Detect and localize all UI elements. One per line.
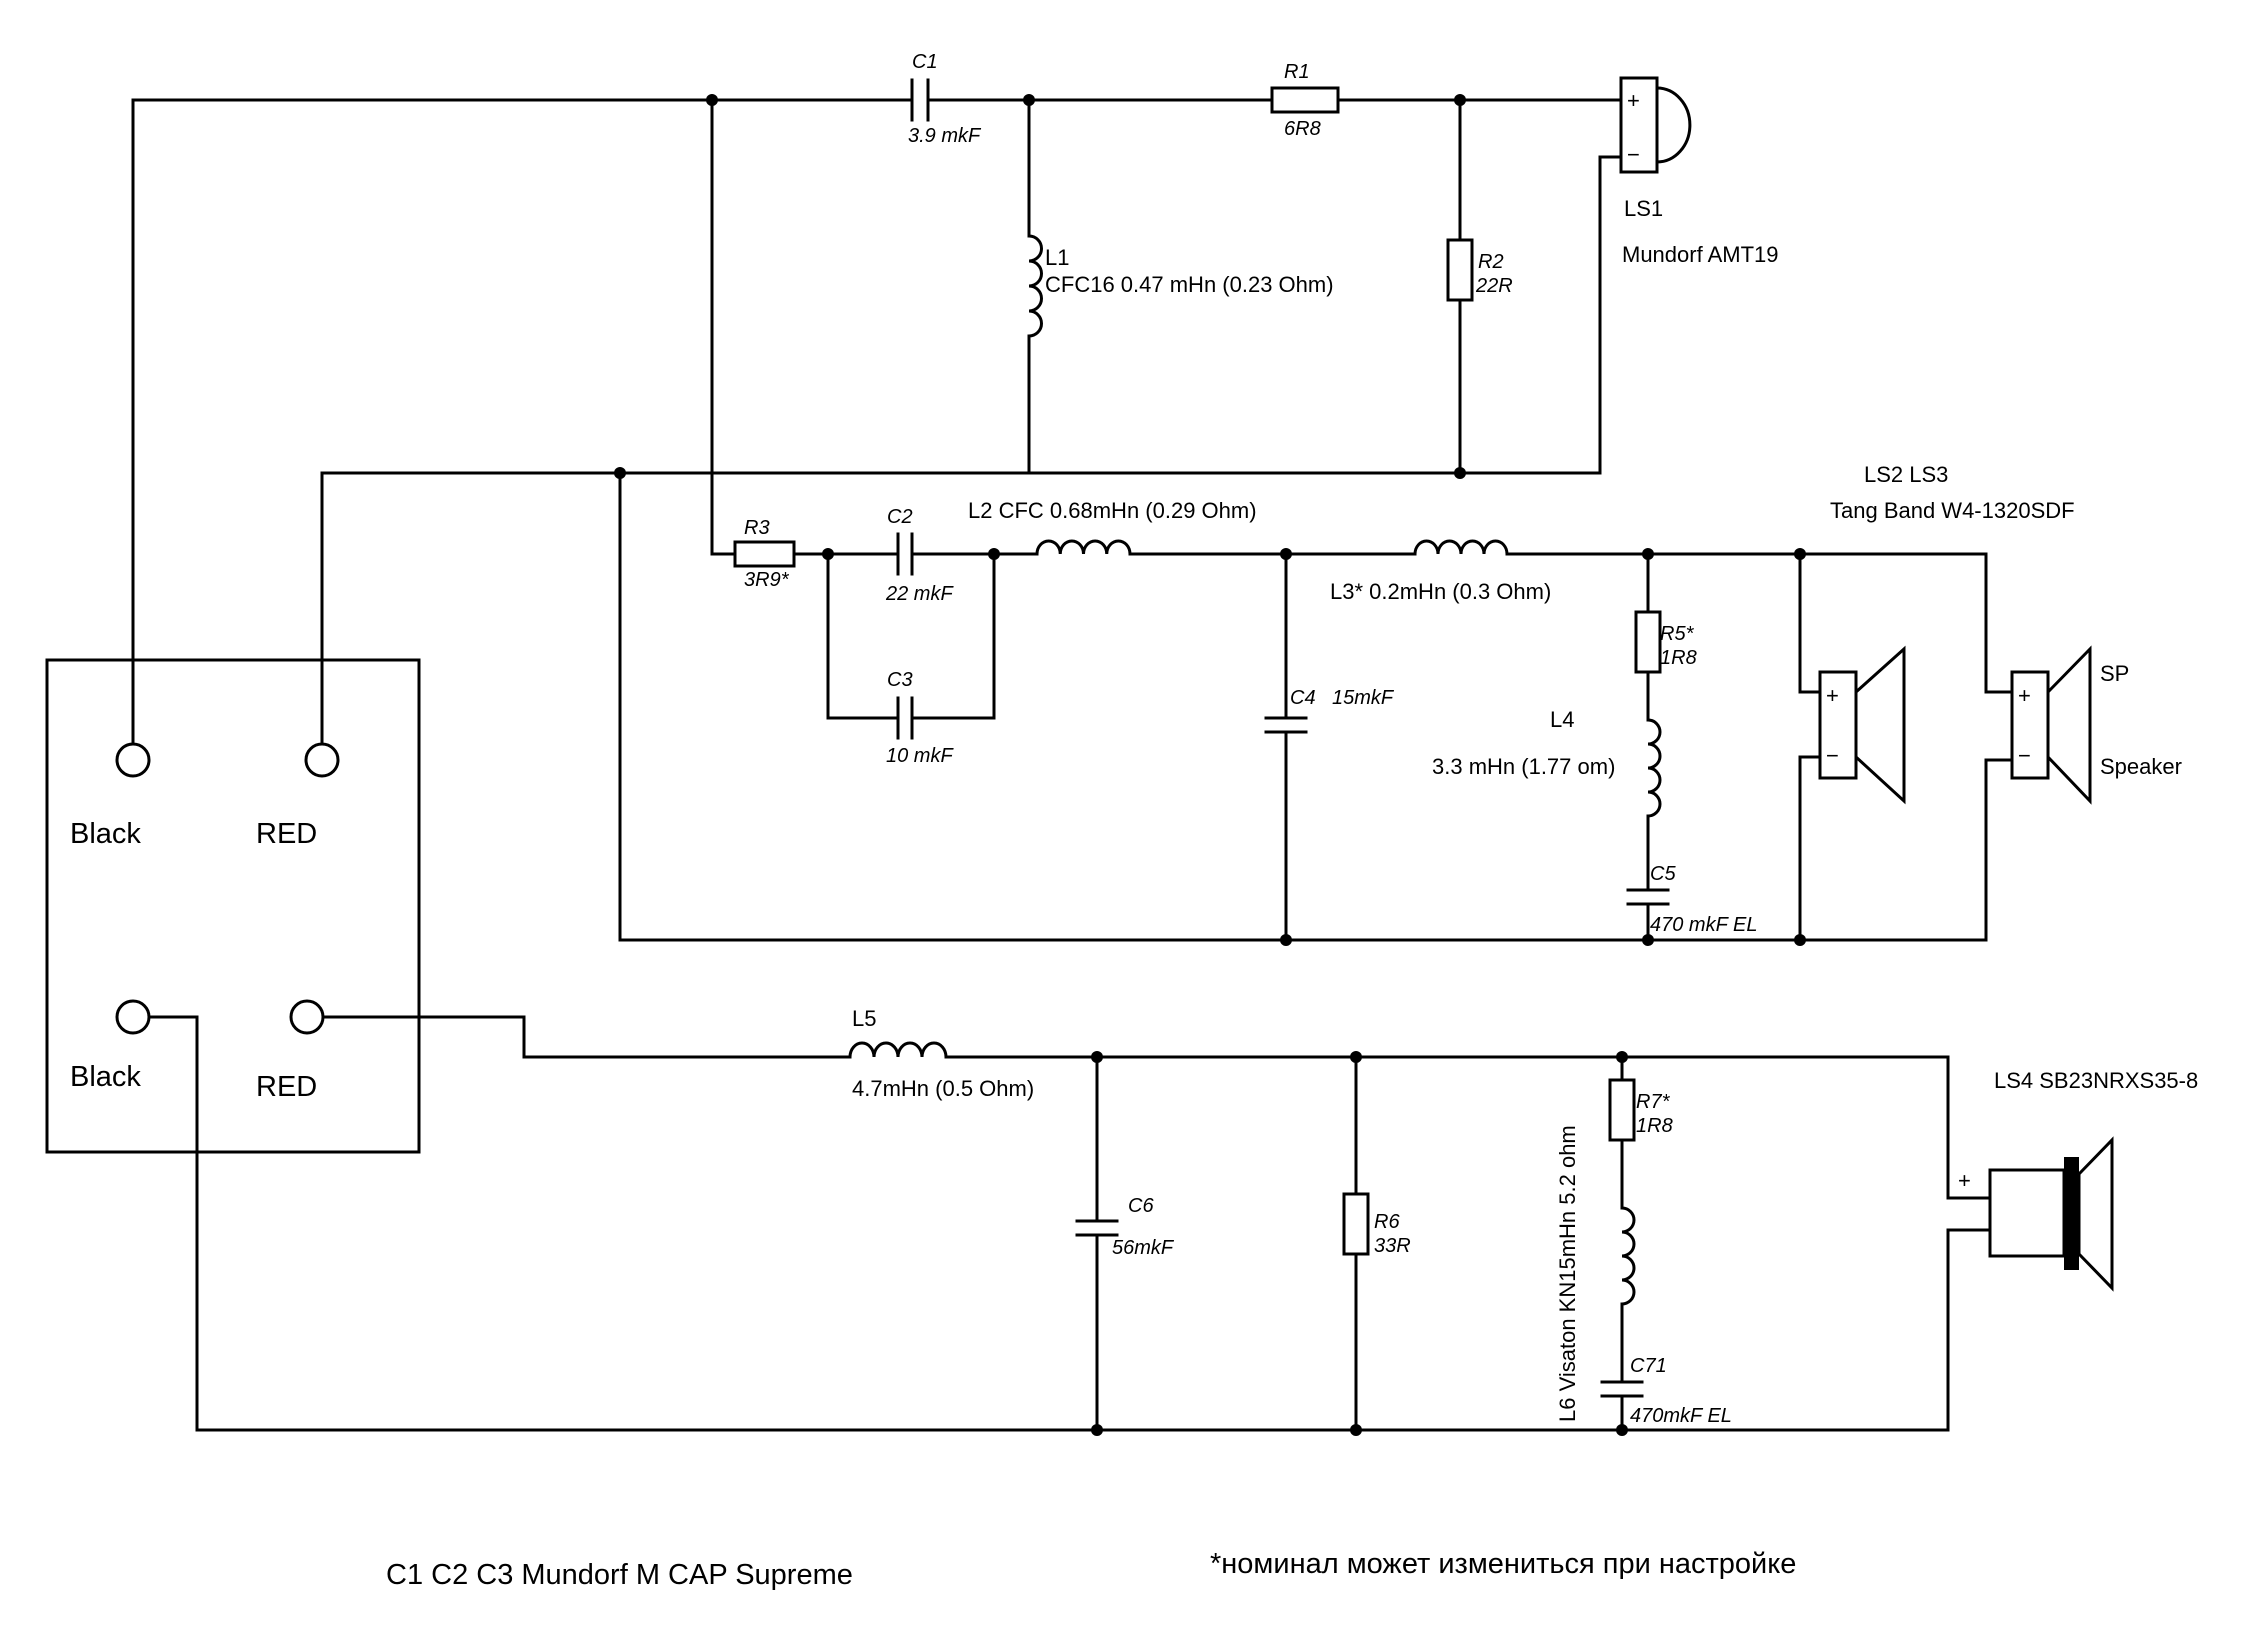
- inductor-l6: [1620, 1206, 1636, 1306]
- c2-ref: C2: [887, 506, 913, 528]
- c3-ref: C3: [887, 669, 913, 691]
- tweeter-ls1: + −: [1619, 76, 1692, 174]
- c1-value: 3.9 mkF: [908, 125, 982, 147]
- r1-ref: R1: [1284, 61, 1310, 83]
- inductor-l1: [1027, 234, 1043, 338]
- terminal-block: [45, 658, 421, 1154]
- wire-mid-ground: [618, 471, 2014, 942]
- wire-woofer-plus: [1946, 1055, 1992, 1200]
- ls4-label: LS4 SB23NRXS35-8: [1994, 1068, 2198, 1093]
- ls1-plus-pin: +: [1627, 88, 1640, 113]
- ls2-minus-pin: −: [1826, 743, 1839, 768]
- c6-ref: C6: [1128, 1195, 1154, 1217]
- c5-value: 470 mkF EL: [1650, 914, 1757, 936]
- c4-value: 15mkF: [1332, 687, 1395, 709]
- r2-value: 22R: [1475, 275, 1513, 297]
- woofer-ls4: +: [1958, 1136, 2114, 1292]
- resistor-r6: [1342, 1192, 1370, 1256]
- ls4-plus-pin: +: [1958, 1168, 1971, 1193]
- r6-ref: R6: [1374, 1211, 1400, 1233]
- resistor-r5: [1634, 610, 1662, 674]
- terminal-black-top-label: Black: [70, 818, 141, 850]
- ls3-plus-pin: +: [2018, 683, 2031, 708]
- capacitor-c2: [896, 532, 914, 576]
- terminal-black-top: [115, 742, 151, 778]
- r2-ref: R2: [1478, 251, 1504, 273]
- l1-ref: L1: [1045, 245, 1069, 270]
- wire-spk-parallel-plus: [1798, 552, 1822, 694]
- wire-red-top: [320, 155, 1623, 746]
- terminal-red-top-label: RED: [256, 818, 317, 850]
- resistor-r3: [733, 540, 796, 568]
- ls3-minus-pin: −: [2018, 743, 2031, 768]
- r3-value: 3R9*: [744, 569, 790, 591]
- sp-label: SP: [2100, 661, 2129, 686]
- l2-label: L2 CFC 0.68mHn (0.29 Ohm): [968, 498, 1257, 523]
- c5-ref: C5: [1650, 863, 1676, 885]
- resistor-r2: [1446, 238, 1474, 302]
- capacitor-c3: [896, 696, 914, 740]
- wire-c3-loop-right: [910, 552, 996, 720]
- c1-ref: C1: [912, 51, 938, 73]
- wire-black-top: [131, 98, 914, 746]
- note-caps: C1 C2 C3 Mundorf M CAP Supreme: [386, 1559, 853, 1591]
- terminal-red-top: [304, 742, 340, 778]
- c4-ref: C4: [1290, 687, 1316, 709]
- r6-value: 33R: [1374, 1235, 1411, 1257]
- wire-red-bottom: [321, 1015, 852, 1059]
- ls1-ref: LS1: [1624, 196, 1663, 221]
- speaker-ls3: + −: [2010, 645, 2092, 805]
- inductor-l3: [1413, 539, 1509, 556]
- wire-l3-spk: [1505, 552, 2014, 694]
- speakers-model: Tang Band W4-1320SDF: [1830, 498, 2075, 523]
- c71-value: 470mkF EL: [1630, 1405, 1732, 1427]
- speakers-refs: LS2 LS3: [1864, 462, 1948, 487]
- speaker-ls2: + −: [1818, 645, 1906, 805]
- capacitor-c5: [1626, 888, 1670, 906]
- inductor-l2: [1035, 539, 1132, 556]
- speaker-label: Speaker: [2100, 754, 2182, 779]
- r1-value: 6R8: [1284, 118, 1321, 140]
- wire-mid-feed: [710, 98, 737, 556]
- c71-ref: C71: [1630, 1355, 1667, 1377]
- r5-value: 1R8: [1660, 647, 1697, 669]
- l3-label: L3* 0.2mHn (0.3 Ohm): [1330, 579, 1551, 604]
- r3-ref: R3: [744, 517, 770, 539]
- r5-ref: R5*: [1660, 623, 1695, 645]
- l4-value: 3.3 mHn (1.77 om): [1432, 754, 1615, 779]
- c3-value: 10 mkF: [886, 745, 954, 767]
- l1-value: CFC16 0.47 mHn (0.23 Ohm): [1045, 272, 1334, 297]
- r7-ref: R7*: [1636, 1091, 1671, 1113]
- ls1-model: Mundorf AMT19: [1622, 242, 1779, 267]
- c2-value: 22 mkF: [885, 583, 954, 605]
- wire-black-bottom: [147, 1015, 1992, 1432]
- l5-ref: L5: [852, 1006, 876, 1031]
- resistor-r1: [1270, 86, 1340, 114]
- capacitor-c4: [1264, 716, 1308, 734]
- capacitor-c6: [1075, 1219, 1119, 1237]
- terminal-red-bottom: [289, 999, 325, 1035]
- note-asterisk: *номинал может измениться при настройке: [1210, 1548, 1796, 1580]
- l4-ref: L4: [1550, 707, 1574, 732]
- r7-value: 1R8: [1636, 1115, 1673, 1137]
- terminal-black-bottom: [115, 999, 151, 1035]
- junctions: [614, 94, 1806, 1436]
- inductor-l5: [848, 1041, 948, 1059]
- wire-c3-loop: [826, 552, 900, 720]
- capacitor-c1: [910, 78, 945, 122]
- terminal-black-bottom-label: Black: [70, 1061, 141, 1093]
- wire-spk-parallel-minus: [1798, 755, 1822, 942]
- capacitor-c71: [1600, 1380, 1644, 1398]
- l6-label: L6 Visaton KN15mHn 5.2 ohm: [1555, 1125, 1580, 1422]
- terminal-red-bottom-label: RED: [256, 1071, 317, 1103]
- inductor-l4: [1646, 718, 1662, 818]
- ls2-plus-pin: +: [1826, 683, 1839, 708]
- resistor-r7: [1608, 1078, 1636, 1142]
- c6-value: 56mkF: [1112, 1237, 1175, 1259]
- l5-value: 4.7mHn (0.5 Ohm): [852, 1076, 1034, 1101]
- ls1-minus-pin: −: [1627, 142, 1640, 167]
